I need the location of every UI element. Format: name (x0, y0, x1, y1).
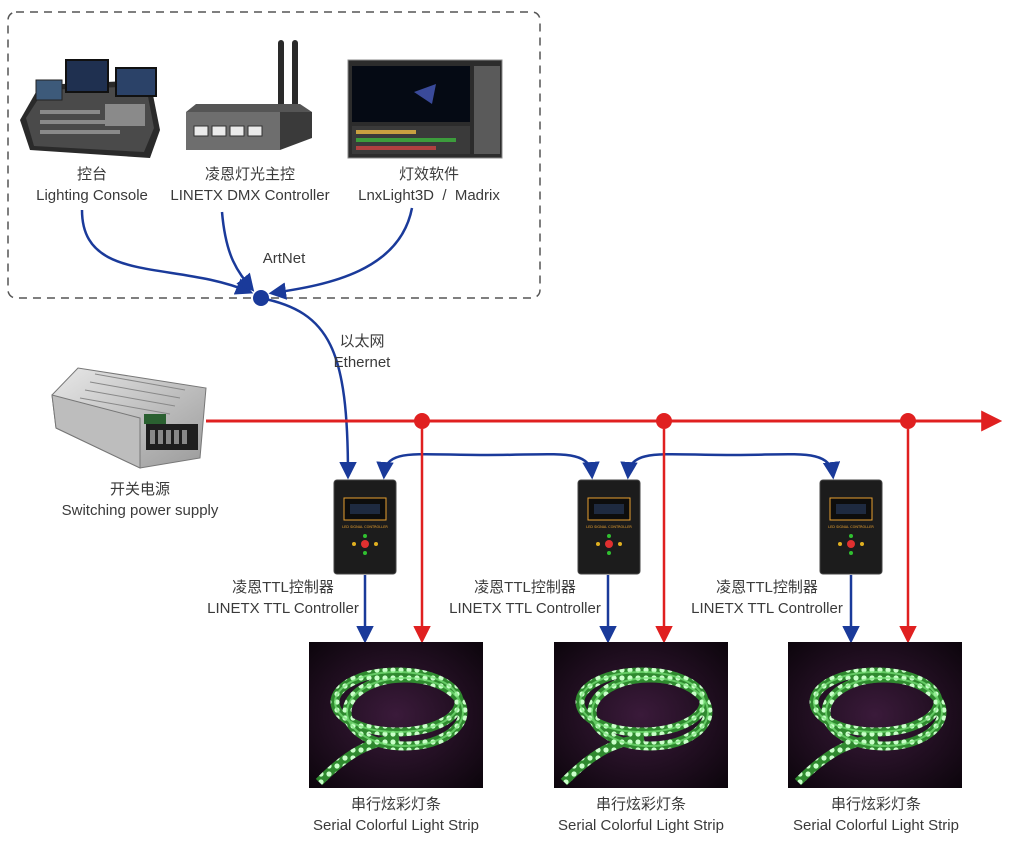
power-node-3 (900, 413, 916, 429)
ethernet-label-cn: 以太网 (339, 333, 385, 350)
ethernet-label-en: Ethernet (333, 354, 391, 371)
light-strip-3-image (788, 642, 962, 788)
dmx-to-hub-line (220, 211, 255, 292)
light-strip-1-label-cn: 串行炫彩灯条 (350, 796, 441, 813)
light-strip-1-image (309, 642, 483, 788)
light-strip-1-label: 串行炫彩灯条 Serial Colorful Light Strip (296, 794, 496, 836)
chain-line-2 (620, 452, 841, 480)
power-supply-label-cn: 开关电源 (109, 481, 170, 498)
light-strip-3-label-en: Serial Colorful Light Strip (793, 817, 959, 834)
lighting-console-image (20, 59, 160, 158)
artnet-label-text: ArtNet (262, 250, 306, 267)
ttl-controller-2-device-text: LED SIGNAL CONTROLLER (586, 525, 632, 529)
light-strip-2-label-en: Serial Colorful Light Strip (558, 817, 724, 834)
ttl-controller-2-label-cn: 凌恩TTL控制器 (474, 579, 576, 596)
ttl-controller-3-device-text: LED SIGNAL CONTROLLER (828, 525, 874, 529)
chain-line-1 (376, 452, 600, 480)
ttl-controller-1-label: 凌恩TTL控制器 LINETX TTL Controller (198, 577, 368, 619)
software-label: 灯效软件 LnxLight3D / Madrix (345, 164, 513, 206)
ttl-controller-3-label-cn: 凌恩TTL控制器 (716, 579, 818, 596)
ttl-controller-1-device-text: LED SIGNAL CONTROLLER (342, 525, 388, 529)
ttl-controller-1-label-cn: 凌恩TTL控制器 (232, 579, 334, 596)
dmx-controller-label-en: LINETX DMX Controller (170, 187, 330, 204)
light-strip-2-image (554, 642, 728, 788)
console-label: 控台 Lighting Console (22, 164, 162, 206)
light-strip-1-label-en: Serial Colorful Light Strip (313, 817, 479, 834)
software-label-en: LnxLight3D / Madrix (358, 187, 500, 204)
power-node-1 (414, 413, 430, 429)
software-label-cn: 灯效软件 (398, 166, 459, 183)
light-strip-2-label: 串行炫彩灯条 Serial Colorful Light Strip (541, 794, 741, 836)
dmx-controller-label-cn: 凌恩灯光主控 (204, 166, 295, 183)
ttl-controller-2-label: 凌恩TTL控制器 LINETX TTL Controller (440, 577, 610, 619)
power-supply-label: 开关电源 Switching power supply (40, 479, 240, 521)
light-strip-3-label: 串行炫彩灯条 Serial Colorful Light Strip (776, 794, 976, 836)
console-label-en: Lighting Console (36, 187, 148, 204)
artnet-label: ArtNet (252, 248, 316, 269)
ethernet-label: 以太网 Ethernet (322, 331, 402, 373)
power-supply-image (51, 367, 207, 469)
ttl-controller-1-label-en: LINETX TTL Controller (207, 600, 359, 617)
software-image (347, 59, 503, 159)
software-to-hub-line (268, 207, 414, 300)
ttl-controller-2-device: LED SIGNAL CONTROLLER (577, 479, 641, 575)
dmx-controller-image (186, 40, 312, 150)
light-strip-3-label-cn: 串行炫彩灯条 (830, 796, 921, 813)
ttl-controller-3-device: LED SIGNAL CONTROLLER (819, 479, 883, 575)
light-strip-2-label-cn: 串行炫彩灯条 (595, 796, 686, 813)
console-to-hub-line (80, 209, 254, 295)
dmx-controller-label: 凌恩灯光主控 LINETX DMX Controller (160, 164, 340, 206)
ethernet-line (260, 296, 357, 480)
console-label-cn: 控台 (76, 166, 107, 183)
power-supply-label-en: Switching power supply (61, 502, 219, 519)
ttl-controller-1-device: LED SIGNAL CONTROLLER (333, 479, 397, 575)
ttl-controller-3-label-en: LINETX TTL Controller (691, 600, 843, 617)
ttl-controller-2-label-en: LINETX TTL Controller (449, 600, 601, 617)
power-node-2 (656, 413, 672, 429)
ttl-controller-3-label: 凌恩TTL控制器 LINETX TTL Controller (682, 577, 852, 619)
